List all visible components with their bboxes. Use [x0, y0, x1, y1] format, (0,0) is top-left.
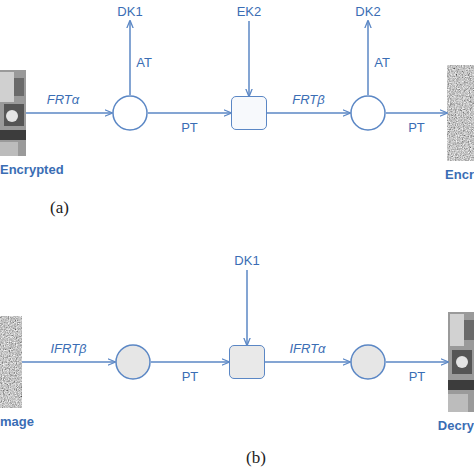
- circle-outline: [350, 344, 386, 380]
- circle-outline: [115, 344, 151, 380]
- edge-label: IFRTβ: [50, 341, 86, 356]
- image-node: Decry: [448, 312, 474, 412]
- photo-image: [0, 70, 26, 156]
- image-caption: Encrypted: [0, 162, 64, 177]
- edge-label: PT: [181, 120, 198, 135]
- edge-label: IFRTα: [289, 341, 325, 356]
- image-caption: Decry: [438, 418, 474, 433]
- photo-image: [448, 312, 474, 412]
- arrow-connector: [246, 270, 248, 345]
- circle-shape: [116, 345, 150, 379]
- arrow-connector: [148, 112, 231, 114]
- panel-label: (b): [246, 448, 266, 468]
- key-label: EK2: [237, 4, 262, 19]
- process-box: [229, 345, 265, 379]
- image-caption: Encr: [445, 167, 474, 182]
- process-circle: [350, 95, 386, 131]
- noise-image: [0, 316, 22, 408]
- image-node: Encr: [447, 65, 474, 161]
- circle-shape: [351, 345, 385, 379]
- noise-image: [447, 65, 474, 161]
- edge-label: PT: [408, 120, 425, 135]
- process-box: [231, 96, 267, 130]
- key-label: DK1: [117, 4, 142, 19]
- edge-label: FRTβ: [292, 92, 324, 107]
- arrow-connector: [26, 112, 112, 114]
- edge-label: AT: [374, 55, 390, 70]
- key-node: DK1: [229, 251, 265, 269]
- image-node: Encrypted: [0, 70, 26, 156]
- arrow-connector: [386, 112, 447, 114]
- arrow-connector: [151, 361, 229, 363]
- key-node: DK1: [112, 2, 148, 20]
- key-node: DK2: [350, 2, 386, 20]
- edge-label: PT: [409, 369, 426, 384]
- arrow-connector: [22, 361, 115, 363]
- key-label: DK1: [234, 253, 259, 268]
- process-circle: [350, 344, 386, 380]
- panel-label: (a): [50, 198, 69, 218]
- process-circle: [115, 344, 151, 380]
- arrow-connector: [129, 21, 131, 95]
- edge-label: FRTα: [47, 92, 79, 107]
- circle-shape: [351, 96, 385, 130]
- arrow-connector: [267, 112, 350, 114]
- key-label: DK2: [355, 4, 380, 19]
- image-caption: mage: [0, 414, 34, 429]
- circle-shape: [113, 96, 147, 130]
- arrow-connector: [386, 361, 448, 363]
- process-circle: [112, 95, 148, 131]
- arrow-connector: [367, 21, 369, 95]
- edge-label: AT: [136, 55, 152, 70]
- arrow-connector: [248, 21, 250, 96]
- circle-outline: [350, 95, 386, 131]
- arrow-connector: [265, 361, 350, 363]
- circle-outline: [112, 95, 148, 131]
- key-node: EK2: [231, 2, 267, 20]
- image-node: mage: [0, 316, 22, 408]
- edge-label: PT: [182, 369, 199, 384]
